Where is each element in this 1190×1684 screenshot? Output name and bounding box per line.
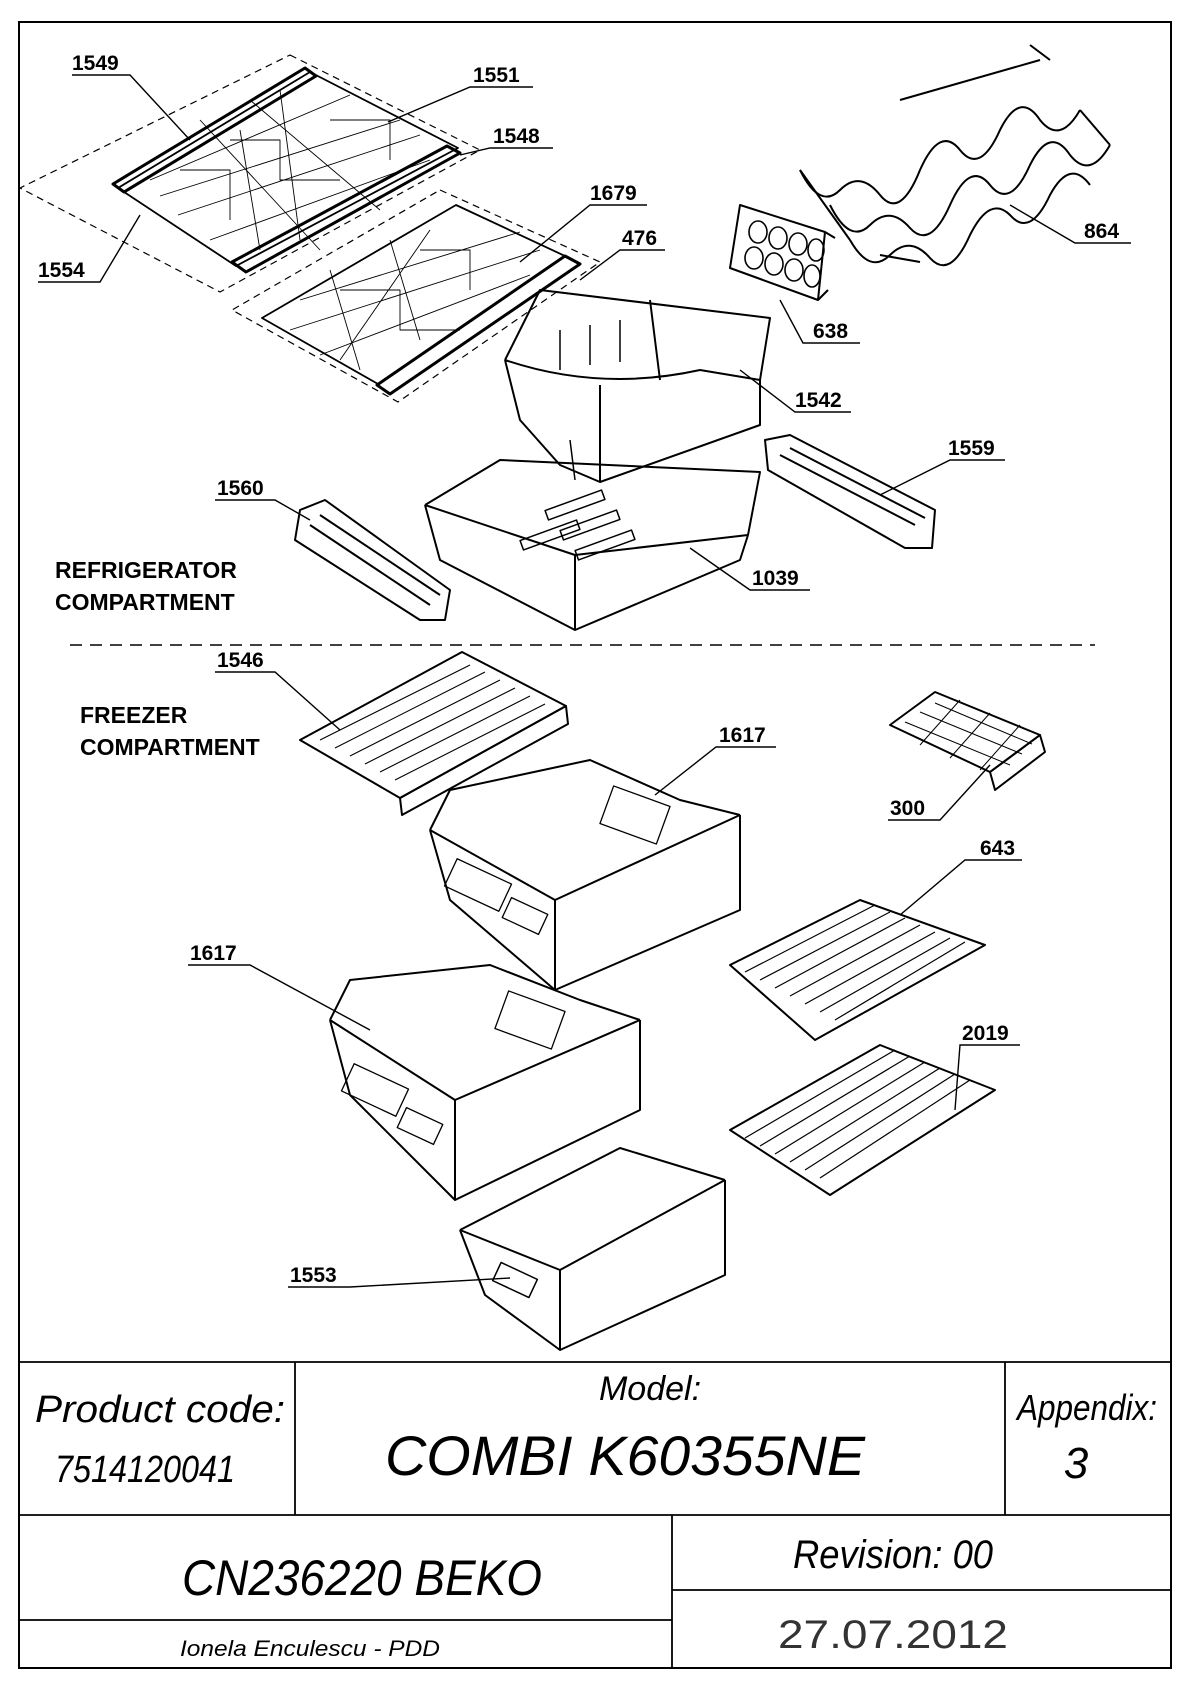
- label-1546: 1546: [217, 649, 264, 672]
- label-1554: 1554: [38, 259, 85, 282]
- leader-1548: [459, 147, 553, 156]
- wire-shelf-2019: [729, 1044, 996, 1196]
- title-block: [19, 1361, 1171, 1668]
- label-638: 638: [813, 320, 848, 343]
- appendix-label: Appendix:: [1015, 1387, 1157, 1428]
- wine-rack: [799, 44, 1111, 267]
- refrigerator-label-line1: REFRIGERATOR: [55, 557, 237, 583]
- leader-1553: [288, 1277, 511, 1288]
- leader-1617-upper: [654, 746, 776, 796]
- label-643: 643: [980, 837, 1015, 860]
- glass-shelf-lower: [231, 189, 601, 403]
- label-864: 864: [1084, 220, 1119, 243]
- leader-1560: [215, 499, 311, 521]
- label-1560: 1560: [217, 477, 264, 500]
- drawer-rail-left: [294, 499, 451, 621]
- label-476: 476: [622, 227, 657, 250]
- label-1542: 1542: [795, 389, 842, 412]
- cn-brand-text: CN236220 BEKO: [182, 1550, 542, 1606]
- crisper-drawer: [424, 459, 761, 631]
- freezer-drawer-upper: [429, 759, 741, 991]
- refrigerator-label-line2: COMPARTMENT: [55, 589, 235, 615]
- leader-638: [779, 299, 860, 344]
- product-code-value: 7514120041: [55, 1449, 235, 1491]
- drawing-frame: [18, 21, 1172, 1669]
- date-text: 27.07.2012: [778, 1613, 1008, 1657]
- leader-1546: [215, 671, 341, 731]
- product-code-label: Product code:: [35, 1389, 285, 1431]
- model-value: COMBI K60355NE: [385, 1424, 866, 1487]
- freezer-label-line1: FREEZER: [80, 702, 188, 728]
- freezer-glass-shelf: [299, 651, 569, 816]
- model-label: Model:: [599, 1370, 701, 1408]
- drawer-rail-right: [764, 434, 936, 549]
- revision-text: Revision: 00: [793, 1533, 993, 1577]
- label-1039: 1039: [752, 567, 799, 590]
- leader-1542: [739, 369, 851, 413]
- leader-1559: [879, 459, 1005, 496]
- leader-1039: [689, 547, 810, 591]
- label-2019: 2019: [962, 1022, 1009, 1045]
- leader-1551: [387, 86, 533, 123]
- ice-cube-tray: [889, 691, 1046, 791]
- freezer-drawer-bottom: [459, 1147, 726, 1351]
- label-1679: 1679: [590, 182, 637, 205]
- crisper-box: [504, 289, 771, 483]
- label-300: 300: [890, 797, 925, 820]
- label-1548: 1548: [493, 125, 540, 148]
- label-1551: 1551: [473, 64, 520, 87]
- label-1559: 1559: [948, 437, 995, 460]
- egg-tray: [729, 204, 836, 301]
- leader-864: [1009, 204, 1131, 244]
- freezer-drawer-lower: [329, 964, 641, 1201]
- leader-1617-lower: [188, 964, 371, 1031]
- appendix-value: 3: [1064, 1439, 1089, 1488]
- label-1549: 1549: [72, 52, 119, 75]
- author-text: Ionela Enculescu - PDD: [180, 1636, 440, 1661]
- label-1553: 1553: [290, 1264, 337, 1287]
- wire-shelf-643: [729, 899, 986, 1041]
- leader-643: [899, 859, 1022, 916]
- leader-476: [579, 249, 665, 281]
- leader-300: [888, 764, 991, 821]
- label-1617-upper: 1617: [719, 724, 766, 747]
- label-1617-lower: 1617: [190, 942, 237, 965]
- glass-shelf-upper: [19, 54, 481, 293]
- leader-1549: [72, 74, 191, 141]
- freezer-label-line2: COMPARTMENT: [80, 734, 260, 760]
- leader-2019: [954, 1044, 1020, 1111]
- leader-1554: [38, 214, 141, 283]
- leader-1679: [519, 204, 647, 263]
